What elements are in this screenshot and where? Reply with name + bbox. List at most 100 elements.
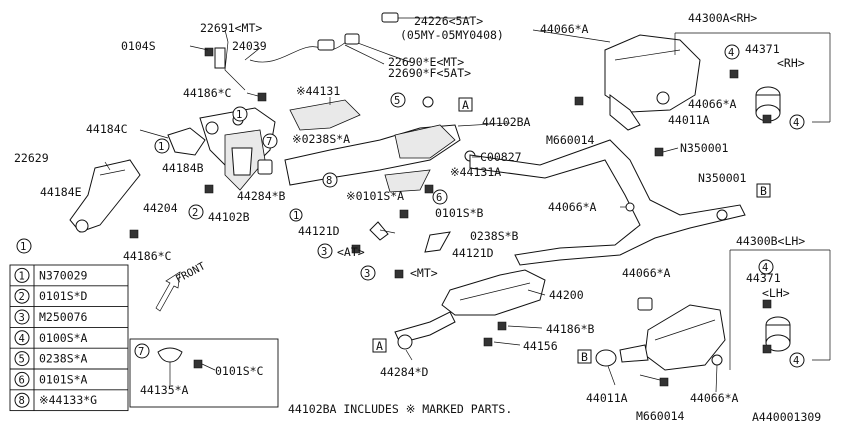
catalytic-converter-44102ba <box>284 96 476 193</box>
svg-text:1: 1 <box>158 141 164 153</box>
label-0238sa: ※0238S*A <box>292 132 350 146</box>
rh-tailpipe-44371 <box>755 86 781 122</box>
ref-marker-a-top: A <box>458 97 473 112</box>
legend-part-number: ※44133*G <box>39 393 97 407</box>
label-44200: 44200 <box>549 288 584 302</box>
lh-tailpipe-44371 <box>765 316 791 352</box>
label-44300a: 44300A<RH> <box>688 11 757 25</box>
label-44204: 44204 <box>143 201 178 215</box>
label-24226: 24226<5AT> <box>414 14 483 28</box>
label-44131: ※44131 <box>296 84 340 98</box>
label-44284b: 44284*B <box>237 189 286 203</box>
label-n350001-a: N350001 <box>680 141 729 155</box>
legend-part-number: 0101S*A <box>39 372 88 386</box>
legend-number-circle <box>14 309 30 325</box>
front-direction-arrow: FRONT <box>155 260 208 312</box>
label-44102ba: 44102BA <box>482 115 531 129</box>
svg-text:1: 1 <box>20 241 26 253</box>
legend-number: 3 <box>19 312 25 324</box>
label-c00827: C00827 <box>480 150 522 164</box>
svg-text:A: A <box>462 98 469 112</box>
legend-number-circle <box>14 288 30 304</box>
gasket-44284b <box>257 159 273 175</box>
svg-text:8: 8 <box>326 175 332 187</box>
label-22691: 22691<MT> <box>200 21 262 35</box>
label-rh: <RH> <box>777 56 805 70</box>
label-24226-range: (05MY-05MY0408) <box>400 28 504 42</box>
svg-text:FRONT: FRONT <box>174 260 208 286</box>
label-m660014-top: M660014 <box>546 133 595 147</box>
ref-marker-b-bottom: B <box>577 349 592 364</box>
ref-marker-a-bottom: A <box>372 338 387 353</box>
gasket-44011a-lower <box>595 344 649 367</box>
label-44066a-mid: 44066*A <box>688 97 737 111</box>
leader-lines <box>104 29 831 393</box>
inset-label-44135a: 44135*A <box>140 383 189 397</box>
legend-frame <box>9 264 129 412</box>
legend-number: 6 <box>19 374 25 386</box>
svg-text:B: B <box>581 350 588 364</box>
label-at: <AT> <box>337 245 365 259</box>
legend-part-number: 0101S*D <box>39 289 88 303</box>
legend-number-circle <box>14 330 30 346</box>
svg-text:3: 3 <box>364 268 370 280</box>
center-pipe <box>469 139 746 266</box>
label-44102b: 44102B <box>208 210 250 224</box>
label-22629: 22629 <box>14 151 49 165</box>
label-mt: <MT> <box>410 266 438 280</box>
rh-muffler-44300a <box>604 34 701 131</box>
label-n350001-b: N350001 <box>698 171 747 185</box>
label-44184b: 44184B <box>162 161 204 175</box>
svg-text:4: 4 <box>793 355 799 367</box>
bolt-symbols <box>129 47 772 387</box>
label-44066a-top: 44066*A <box>540 22 589 36</box>
ref-marker-b-top: B <box>756 183 771 198</box>
label-44011a-low: 44011A <box>586 391 628 405</box>
svg-text:3: 3 <box>321 246 327 258</box>
label-44066a-bot: 44066*A <box>690 391 739 405</box>
legend-part-number: 0100S*A <box>39 331 88 345</box>
label-44121d-b: 44121D <box>452 246 494 260</box>
label-24039: 24039 <box>232 39 267 53</box>
inset-box-7: 7 0101S*C 44135*A <box>129 338 279 408</box>
legend-number-circle <box>14 267 30 283</box>
legend-number: 2 <box>19 291 25 303</box>
svg-text:2: 2 <box>192 207 198 219</box>
footnote: 44102BA INCLUDES ※ MARKED PARTS. <box>288 402 512 416</box>
label-0101sa: ※0101S*A <box>346 189 404 203</box>
exhaust-manifold <box>167 107 276 191</box>
legend-number-circle <box>14 351 30 367</box>
label-44186b: 44186*B <box>546 322 595 336</box>
front-pipe-44204 <box>69 159 141 233</box>
part-labels: 22691<MT> 0104S 24039 24226<5AT> (05MY-0… <box>14 11 805 423</box>
lh-muffler-44300b <box>637 297 726 371</box>
legend-number: 8 <box>19 395 25 407</box>
label-44186c-top: 44186*C <box>183 86 232 100</box>
svg-text:4: 4 <box>728 47 734 59</box>
label-0101sb: 0101S*B <box>435 206 484 220</box>
label-44186c-low: 44186*C <box>123 249 172 263</box>
legend-number: 4 <box>19 333 25 345</box>
label-44300b: 44300B<LH> <box>736 234 805 248</box>
legend-part-number: N370029 <box>39 268 88 282</box>
legend-number-circle <box>14 392 30 408</box>
label-0104s: 0104S <box>121 39 156 53</box>
legend-part-number: 0238S*A <box>39 352 88 366</box>
label-44131a: ※44131A <box>450 165 501 179</box>
svg-text:5: 5 <box>394 95 400 107</box>
label-44011a-top: 44011A <box>668 113 710 127</box>
label-lh: <LH> <box>762 286 790 300</box>
heat-shield-44131 <box>289 99 361 131</box>
label-22690e: 22690*E<MT> <box>388 55 464 69</box>
muffler-44200 <box>394 269 546 350</box>
label-m660014-bot: M660014 <box>636 409 685 423</box>
label-44121d-a: 44121D <box>298 224 340 238</box>
legend-part-number: M250076 <box>39 310 88 324</box>
label-44184e: 44184E <box>40 185 82 199</box>
svg-text:7: 7 <box>266 136 272 148</box>
label-44371-lh: 44371 <box>746 271 781 285</box>
svg-text:A: A <box>376 339 383 353</box>
svg-text:4: 4 <box>793 117 799 129</box>
